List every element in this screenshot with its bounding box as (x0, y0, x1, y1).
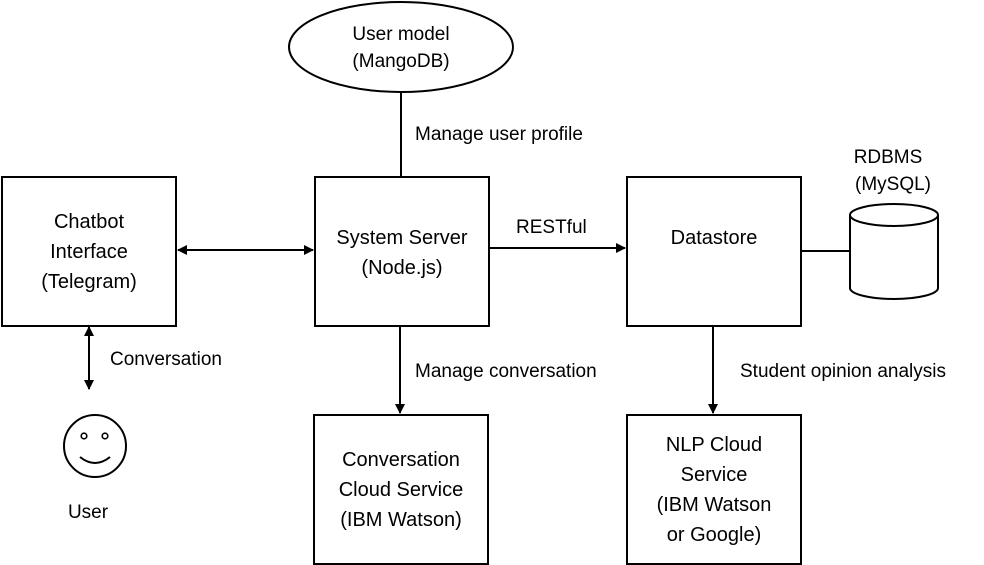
manage-conversation-label: Manage conversation (415, 361, 597, 382)
chatbot-label-line3: (Telegram) (41, 271, 137, 293)
nlp-service-label-line4: or Google) (667, 524, 762, 546)
conversation-service-label-line3: (IBM Watson) (340, 509, 462, 531)
chatbot-interface-node: Chatbot Interface (Telegram) (1, 176, 177, 327)
nlp-service-label-line2: Service (681, 464, 748, 486)
conversation-service-label-line1: Conversation (342, 449, 460, 471)
restful-label: RESTful (516, 217, 587, 238)
nlp-service-label-line1: NLP Cloud (666, 434, 762, 456)
conversation-label: Conversation (110, 349, 222, 370)
user-model-label-line1: User model (352, 24, 449, 45)
user-label: User (68, 502, 109, 523)
datastore-label: Datastore (671, 227, 758, 249)
rdbms-database-icon: RDBMS (MySQL) (849, 147, 939, 300)
user-smiley-icon (63, 414, 127, 478)
user-model-label-line2: (MangoDB) (352, 51, 449, 72)
rdbms-label-line2: (MySQL) (855, 174, 931, 195)
conversation-service-label-line2: Cloud Service (339, 479, 464, 501)
system-server-label-line1: System Server (336, 227, 467, 249)
nlp-service-label-line3: (IBM Watson (657, 494, 772, 516)
user-model-node: User model (MangoDB) (288, 1, 514, 93)
conversation-service-node: Conversation Cloud Service (IBM Watson) (313, 414, 489, 565)
manage-user-profile-label: Manage user profile (415, 124, 583, 145)
chatbot-label-line2: Interface (50, 241, 128, 263)
nlp-service-node: NLP Cloud Service (IBM Watson or Google) (626, 414, 802, 565)
system-server-node: System Server (Node.js) (314, 176, 490, 327)
chatbot-label-line1: Chatbot (54, 211, 124, 233)
rdbms-label-line1: RDBMS (854, 147, 923, 168)
datastore-node: Datastore (626, 176, 802, 327)
student-opinion-analysis-label: Student opinion analysis (740, 361, 946, 382)
system-server-label-line2: (Node.js) (361, 257, 442, 279)
